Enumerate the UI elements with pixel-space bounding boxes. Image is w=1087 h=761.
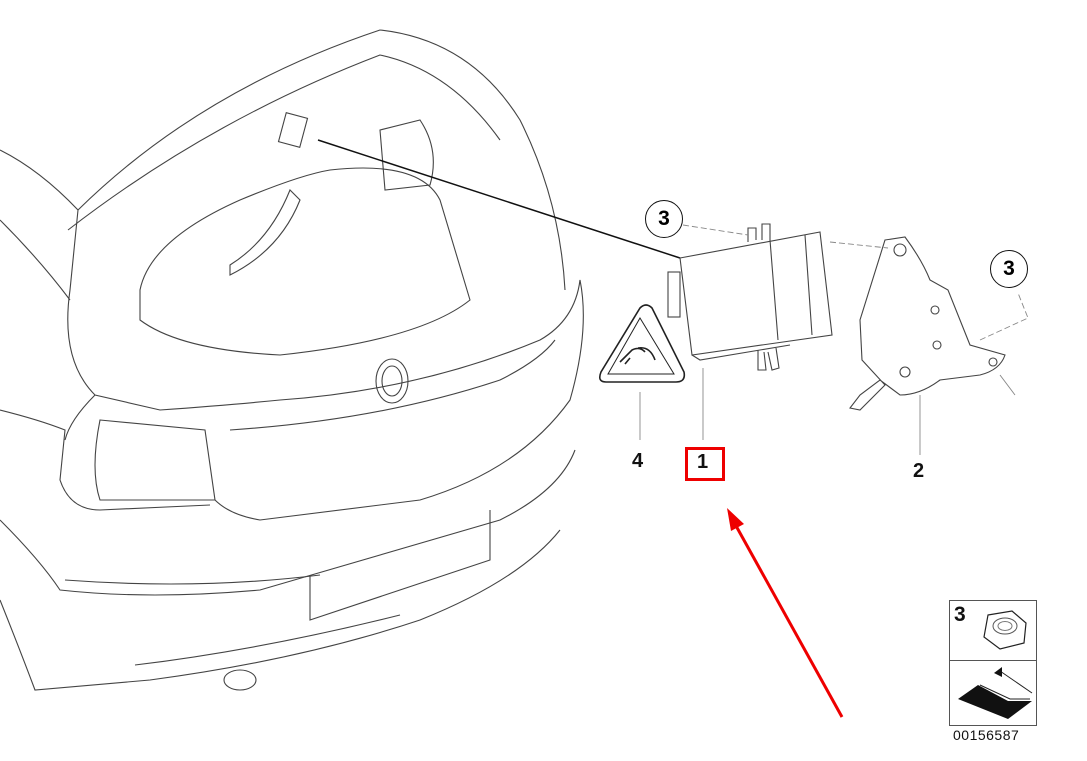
- hex-nut-icon: [958, 610, 1033, 719]
- callout-2[interactable]: 2: [913, 460, 925, 482]
- fastener-legend: 3: [949, 600, 1037, 726]
- highlight-arrow: [727, 508, 844, 718]
- callout-4[interactable]: 4: [632, 450, 644, 472]
- callout-3-right[interactable]: 3: [990, 250, 1028, 288]
- bracket-part-2: [682, 224, 1029, 455]
- warning-label-part-4: [599, 304, 686, 440]
- install-direction-icon: [958, 685, 1032, 719]
- connection-line: [317, 139, 681, 259]
- diagram-part-number: 00156587: [953, 727, 1020, 743]
- callout-3-upper[interactable]: 3: [645, 200, 683, 238]
- callout-1[interactable]: 1: [697, 451, 709, 473]
- legend-divider: [950, 660, 1036, 661]
- callout-1-highlight-box: [685, 447, 725, 481]
- car-rear-drawing: [0, 29, 584, 691]
- control-module-part-1: [667, 223, 833, 440]
- legend-part-label: 3: [954, 603, 966, 626]
